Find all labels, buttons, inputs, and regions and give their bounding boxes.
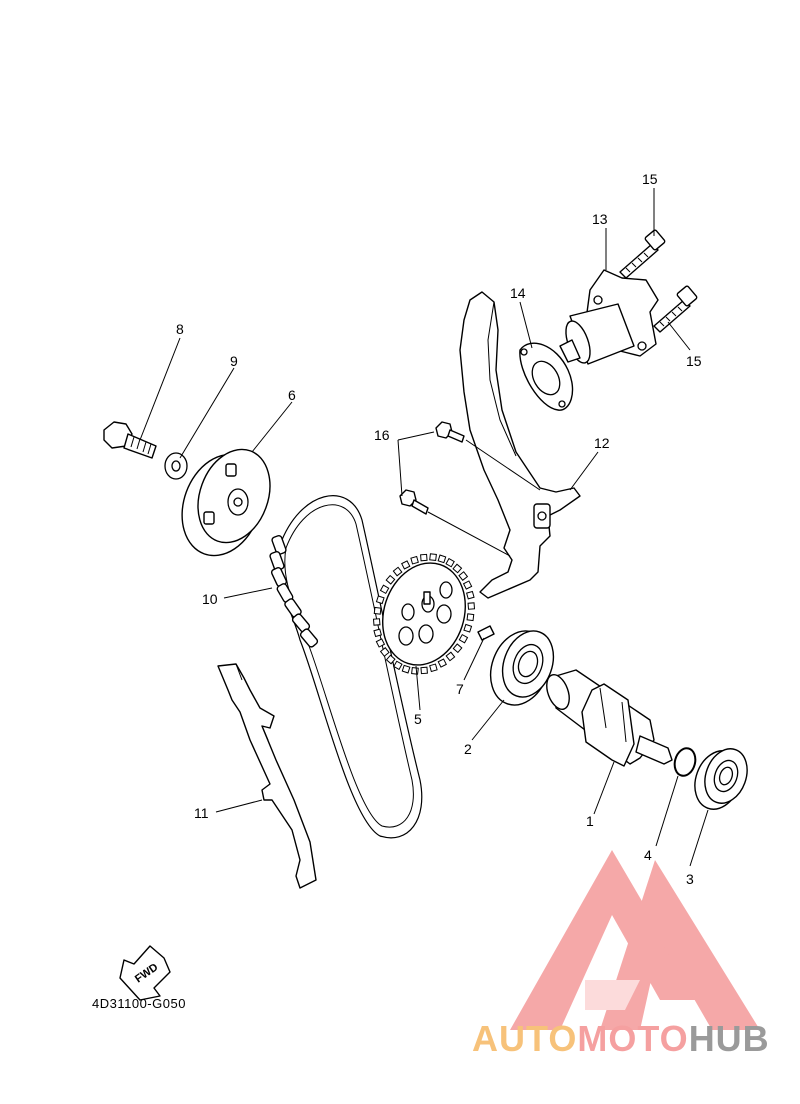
- watermark-auto: AUTO: [472, 1018, 578, 1059]
- watermark-moto: MOTO: [577, 1018, 689, 1059]
- callout-10: 10: [202, 591, 218, 607]
- callout-6: 6: [288, 387, 296, 403]
- sprocket-tooth: [452, 563, 463, 574]
- sprocket-tooth: [401, 664, 411, 674]
- part-16-bolts: [399, 421, 541, 557]
- sprocket-tooth: [401, 560, 411, 570]
- callout-12: 12: [594, 435, 610, 451]
- callout-15-top: 15: [642, 171, 658, 187]
- part-7-dowel-pin: [477, 625, 495, 641]
- sprocket-tooth: [379, 647, 390, 657]
- drawing-code: 4D31100-G050: [92, 996, 186, 1011]
- callout-14: 14: [510, 285, 526, 301]
- callout-15-right: 15: [686, 353, 702, 369]
- sprocket-tooth: [420, 553, 428, 562]
- sprocket-tooth: [463, 623, 473, 633]
- sprocket-tooth: [437, 658, 447, 668]
- callout-1: 1: [586, 813, 594, 829]
- fwd-arrow-icon: FWD: [119, 945, 171, 1001]
- sprocket-tooth: [379, 584, 390, 595]
- part-14-gasket: [519, 342, 574, 411]
- leader-lines: [139, 188, 709, 867]
- sprocket-tooth: [458, 633, 469, 644]
- part-11-chain-guide: [217, 663, 317, 889]
- callout-8: 8: [176, 321, 184, 337]
- sprocket-tooth: [373, 606, 382, 615]
- sprocket-tooth: [445, 557, 455, 568]
- part-3-bearing: [694, 748, 748, 810]
- sprocket-tooth: [372, 618, 381, 626]
- callout-2: 2: [464, 741, 472, 757]
- part-8-bolt: [103, 421, 157, 459]
- watermark-logo: [510, 850, 760, 1030]
- sprocket-tooth: [462, 580, 473, 590]
- callout-4: 4: [644, 847, 652, 863]
- sprocket-tooth: [392, 566, 403, 577]
- sprocket-tooth: [420, 666, 428, 675]
- watermark-hub: HUB: [688, 1018, 770, 1059]
- part-5-sprocket: [372, 553, 476, 675]
- part-4-o-ring: [673, 747, 697, 777]
- part-9-washer: [164, 452, 188, 480]
- callout-9: 9: [230, 353, 238, 369]
- sprocket-tooth: [445, 651, 456, 662]
- part-1-camshaft: [546, 669, 673, 767]
- part-15-bolts: [619, 229, 698, 333]
- sprocket-tooth: [375, 595, 385, 605]
- callout-13: 13: [592, 211, 608, 227]
- part-10-timing-chain: [269, 495, 423, 839]
- sprocket-tooth: [373, 628, 382, 638]
- sprocket-tooth: [411, 666, 419, 675]
- callout-16: 16: [374, 427, 390, 443]
- part-6-plate: [181, 448, 271, 557]
- part-12-tensioner-guide: [459, 291, 581, 599]
- sprocket-tooth: [375, 638, 386, 648]
- part-13-tensioner: [559, 269, 659, 365]
- sprocket-tooth: [429, 553, 437, 562]
- sprocket-tooth: [385, 574, 396, 585]
- sprocket-tooth: [437, 554, 447, 564]
- sprocket-tooth: [466, 613, 475, 622]
- callout-5: 5: [414, 711, 422, 727]
- callout-11: 11: [194, 805, 209, 821]
- sprocket-tooth: [429, 663, 438, 673]
- callout-7: 7: [456, 681, 464, 697]
- sprocket-tooth: [458, 571, 469, 581]
- sprocket-tooth: [410, 555, 419, 565]
- callout-labels: 1 2 3 4 5 6 7 8 9 10 11 12 13 14 15 15 1…: [176, 171, 702, 887]
- callout-3: 3: [686, 871, 694, 887]
- sprocket-tooth: [466, 590, 475, 600]
- sprocket-tooth: [385, 654, 396, 665]
- sprocket-tooth: [467, 602, 476, 610]
- sprocket-tooth: [452, 643, 463, 654]
- part-2-bearing: [489, 630, 555, 706]
- sprocket-tooth: [393, 660, 403, 671]
- watermark-wordmark: AUTOMOTOHUB: [472, 1018, 770, 1060]
